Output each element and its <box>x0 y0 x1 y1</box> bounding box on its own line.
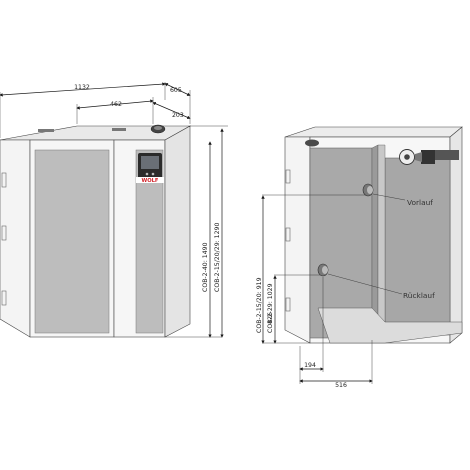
brand-logo: WOLF <box>142 178 159 184</box>
dim-side-depth: 516 <box>335 382 347 389</box>
dim-depth: 605 <box>170 87 182 94</box>
flue-outlet-inner <box>154 126 162 130</box>
dim-return-height: 426 <box>267 312 274 324</box>
ash-tray <box>317 307 463 344</box>
hinge-3 <box>1 290 7 306</box>
return-label: Rücklauf <box>403 291 435 300</box>
flow-port-inner <box>367 186 373 194</box>
dim-line-front-panel <box>76 99 154 110</box>
dim-overall-width: 1132 <box>74 84 90 91</box>
cutaway-dimensions: Vorlauf Rücklauf COB-2-15/20: 919 COB-2-… <box>256 193 435 389</box>
cutaway-flue <box>305 139 319 147</box>
control-display-screen <box>141 156 159 169</box>
cutaway-top-face <box>284 126 463 138</box>
hinge-2 <box>1 225 7 241</box>
hinge-1 <box>1 172 7 188</box>
boiler-cutaway-view <box>284 126 463 344</box>
dim-return-offset: 194 <box>304 362 316 369</box>
cutaway-hinge-1 <box>285 169 291 184</box>
control-knob-right <box>151 172 155 176</box>
boiler-right-side <box>164 125 191 338</box>
front-view-dimensions: 1132 605 462 203 COB-2-40: 1490 COB-2-15… <box>0 82 228 338</box>
fan-shaft <box>415 152 422 162</box>
dim-line-depth <box>164 83 191 96</box>
control-knob-left <box>145 172 149 176</box>
inner-column <box>377 144 386 336</box>
brand-logo-plate <box>136 177 164 183</box>
flow-label: Vorlauf <box>407 198 433 207</box>
dim-connection-height-2: COB-2-29: 1029 <box>267 283 274 333</box>
dim-rear-offset: 203 <box>172 112 184 119</box>
boiler-left-side <box>0 139 31 338</box>
boiler-front-view: WOLF <box>0 124 192 338</box>
dim-connection-height-1: COB-2-15/20: 919 <box>256 277 263 333</box>
top-lid-handle <box>38 129 54 132</box>
heat-exchanger-right <box>384 157 451 336</box>
dim-front-panel-width: 462 <box>110 101 122 108</box>
motor-housing <box>421 150 435 164</box>
cutaway-left-side <box>284 136 311 344</box>
dim-line-rear-offset <box>152 102 191 119</box>
cutaway-hinge-2 <box>285 227 291 242</box>
motor-gear <box>435 150 459 160</box>
dim-height-1: COB-2-40: 1490 <box>202 242 209 292</box>
dim-height-2: COB-2-15/20/29: 1290 <box>214 223 221 292</box>
boiler-left-panel <box>34 149 110 334</box>
return-port-inner <box>322 266 328 274</box>
fan-hub <box>404 154 410 160</box>
top-lid-handle-2 <box>112 128 126 131</box>
cutaway-hinge-3 <box>285 297 291 312</box>
dim-line-overall-width <box>0 82 166 97</box>
